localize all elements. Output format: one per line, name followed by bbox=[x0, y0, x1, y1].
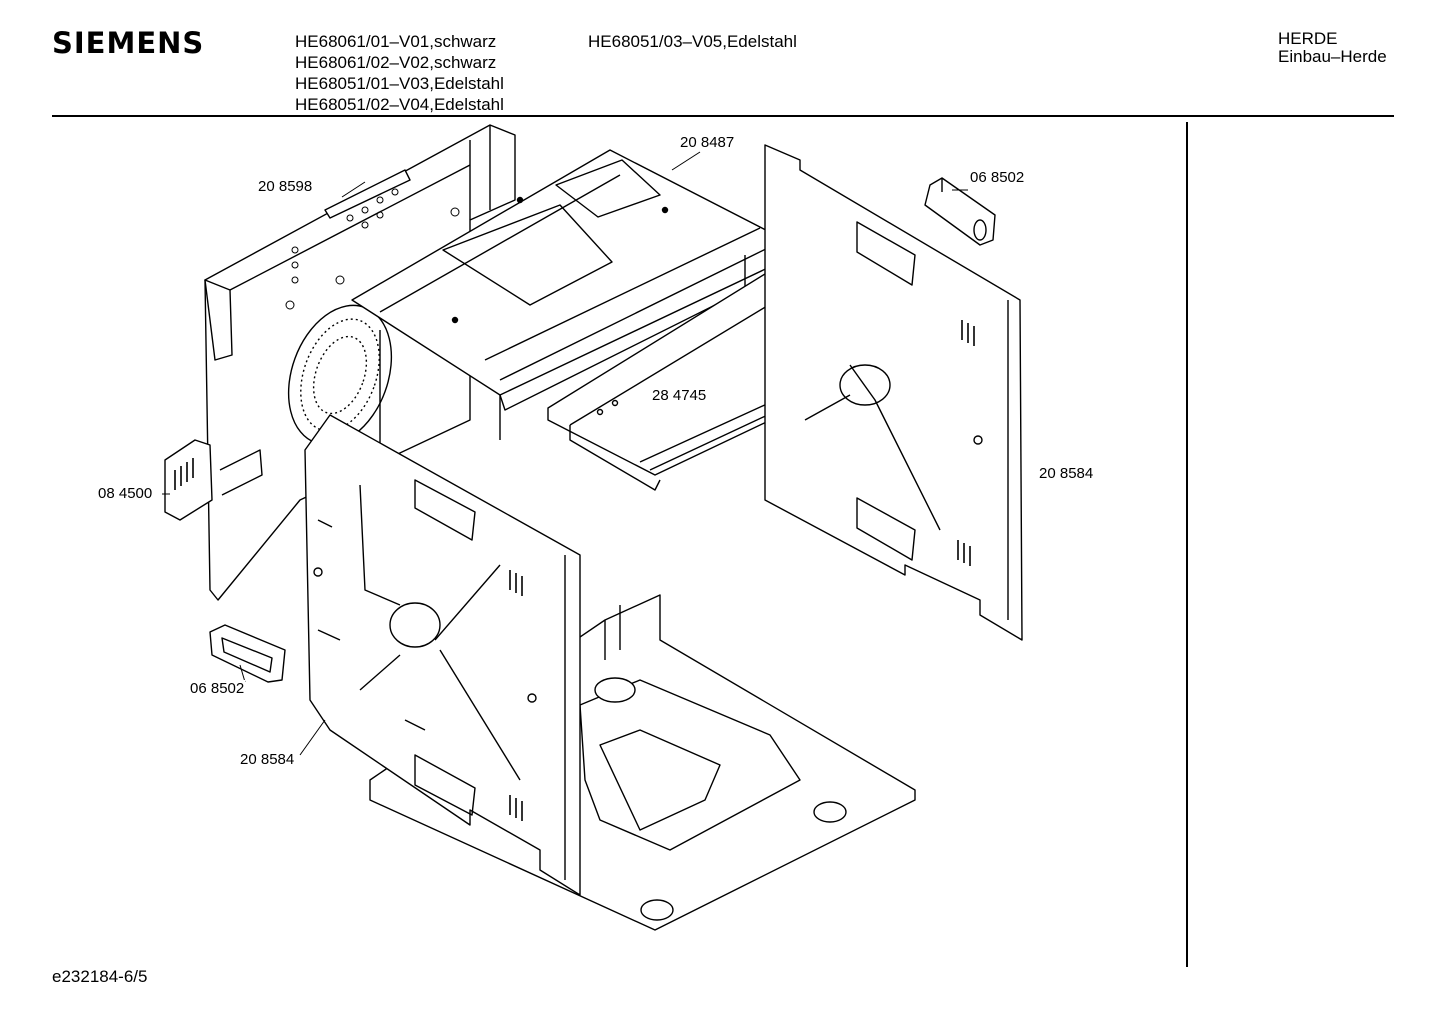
left-side-panel-part bbox=[304, 414, 581, 896]
fan-grille-part bbox=[287, 304, 393, 446]
model-line: HE68051/01–V03,Edelstahl bbox=[295, 74, 504, 93]
floor-panel-part bbox=[369, 594, 916, 931]
model-line: HE68061/01–V01,schwarz bbox=[295, 32, 497, 51]
right-side-panel-part bbox=[764, 144, 1023, 641]
model-list-right: HE68051/03–V05,Edelstahl bbox=[588, 31, 797, 52]
part-label-208584-bottom: 20 8584 bbox=[239, 751, 296, 768]
leader-lines bbox=[162, 151, 968, 756]
model-line: HE68051/03–V05,Edelstahl bbox=[588, 32, 797, 51]
drawing-id: e232184-6/5 bbox=[52, 967, 148, 986]
clip-top-part bbox=[924, 177, 996, 246]
part-label-084500: 08 4500 bbox=[97, 485, 154, 502]
part-label-284745: 28 4745 bbox=[651, 387, 708, 404]
product-category: HERDE Einbau–Herde bbox=[1278, 30, 1387, 66]
part-label-068502-top: 06 8502 bbox=[969, 169, 1026, 186]
model-list-left: HE68061/01–V01,schwarz HE68061/02–V02,sc… bbox=[295, 31, 504, 115]
clip-bottom-part bbox=[209, 624, 286, 683]
part-label-068502-bottom: 06 8502 bbox=[189, 680, 246, 697]
model-line: HE68051/02–V04,Edelstahl bbox=[295, 95, 504, 114]
header-divider bbox=[52, 115, 1394, 117]
part-label-208598: 20 8598 bbox=[257, 178, 314, 195]
category-title: HERDE bbox=[1278, 29, 1338, 48]
part-label-208487: 20 8487 bbox=[679, 134, 736, 151]
category-subtitle: Einbau–Herde bbox=[1278, 47, 1387, 66]
brand-logo: SIEMENS bbox=[52, 26, 205, 60]
model-line: HE68061/02–V02,schwarz bbox=[295, 53, 497, 72]
part-label-208584-right: 20 8584 bbox=[1038, 465, 1095, 482]
lamp-holder-part bbox=[164, 439, 263, 521]
sidebar-divider bbox=[1186, 122, 1188, 967]
